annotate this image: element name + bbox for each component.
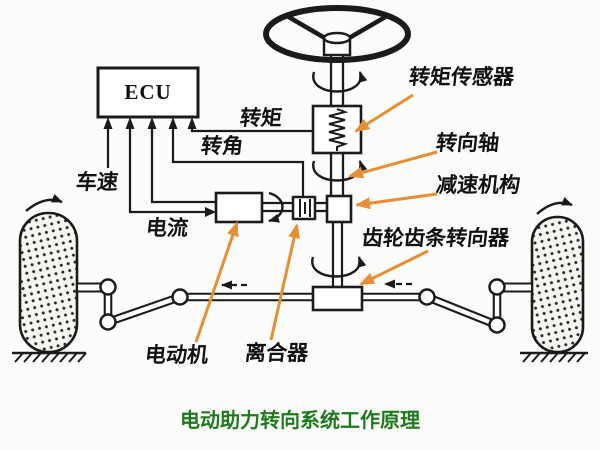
left-wheel-rotation-arrow [25,194,63,212]
reduction-mechanism-pointer [355,192,438,210]
spring-symbol [328,108,349,151]
left-wheel [12,194,87,363]
steering-wheel [263,5,411,63]
steering-linkage [76,278,533,334]
current-to-motor-arrowhead [205,207,216,217]
label-torque-sensor: 转矩传感器 [407,66,516,89]
reduction-mechanism-box [325,194,353,224]
steering-angle-wire [171,128,305,196]
right-wheel [520,197,588,363]
motor-shaft-rotation-arrow [268,191,284,223]
rack-pinion-box [311,285,364,312]
label-steering-angle: 转角 [199,135,245,158]
ecu-input-arrowheads [103,117,216,217]
diagram-title: 电动助力转向系统工作原理 [180,410,420,432]
right-ground-hatch [520,351,588,363]
electric-motor-pointer [194,221,239,343]
steering-shaft-pointer [348,150,438,179]
rack-pinion-pointer [359,249,429,286]
clutch-box [291,195,317,221]
current-wire-outer [128,128,207,214]
torque-sensor-pointer [354,93,414,133]
right-wheel-rotation-arrow [536,197,573,215]
left-ground-hatch [12,351,87,363]
electric-motor-box [214,191,264,224]
clutch-pointer [269,223,300,341]
label-clutch: 离合器 [243,342,310,365]
column-rotation-arrow-bottom [311,256,367,278]
steering-column [329,50,345,291]
label-ecu: ECU [124,80,172,104]
ball-joints [99,278,506,334]
label-current: 电流 [144,217,190,240]
label-steering-shaft: 转向轴 [434,132,501,155]
motor-drive [214,191,327,224]
column-rotation-arrow-top [312,71,368,93]
pointer-arrows [194,93,438,343]
label-electric-motor: 电动机 [143,344,210,367]
current-wire-inner [150,128,216,204]
label-rack-pinion-steering-gear: 齿轮齿条转向器 [360,227,511,250]
label-vehicle-speed: 车速 [74,171,120,194]
label-torque: 转矩 [238,107,284,130]
torque-sensor-box [311,104,363,155]
ecu-box [96,66,200,119]
label-reduction-mechanism: 减速机构 [434,174,522,197]
